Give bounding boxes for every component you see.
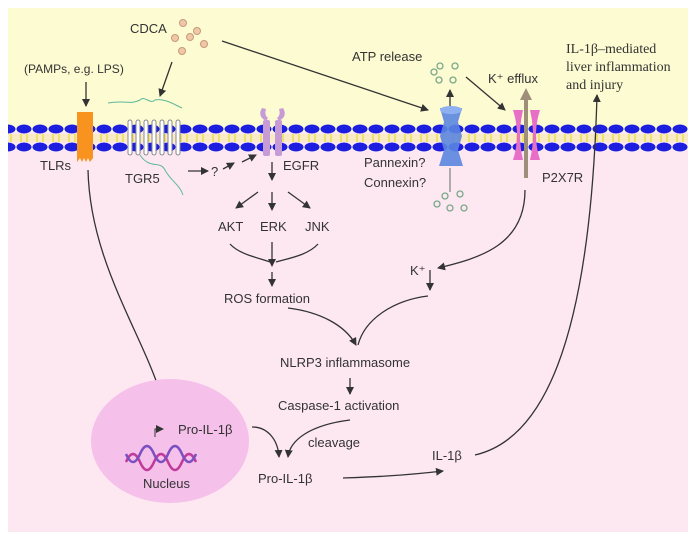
arrow-akt — [235, 191, 259, 209]
ros-label: ROS formation — [224, 291, 310, 306]
cdca-molecules — [171, 19, 208, 55]
arrow-q-egfr — [241, 154, 257, 163]
arrow-ros-nlrp3 — [287, 307, 357, 346]
egfr-label: EGFR — [283, 158, 319, 173]
tlr-receptor — [77, 112, 93, 162]
il1b-label: IL-1β — [432, 448, 462, 463]
nlrp3-label: NLRP3 inflammasome — [280, 355, 410, 370]
caspase-label: Caspase-1 activation — [278, 398, 399, 413]
nucleus — [91, 379, 249, 503]
arrow-atp-p2x7r — [465, 76, 506, 111]
connexin-label: Connexin? — [364, 175, 426, 190]
cleavage-label: cleavage — [308, 435, 360, 450]
extracellular-space — [8, 8, 688, 132]
p2x7r-label: P2X7R — [542, 170, 583, 185]
pannexin-label: Pannexin? — [364, 155, 425, 170]
nucleus-label: Nucleus — [143, 476, 190, 491]
question-label: ? — [211, 164, 218, 179]
arrow-p2x7r-k — [437, 189, 526, 271]
arrow-cdca-tgr5 — [158, 61, 173, 97]
tgr5-receptor — [107, 98, 184, 196]
arrow-jnk-merge — [275, 243, 319, 263]
jnk-label: JNK — [305, 219, 330, 234]
arrow-proil1b-il1b — [342, 467, 444, 479]
tlrs-label: TLRs — [40, 158, 72, 173]
arrow-tlr-nucleus — [87, 169, 162, 393]
arrow-k-nlrp3 — [357, 295, 429, 346]
nucleus-pro-il1b-label: Pro-IL-1β — [178, 422, 232, 437]
outcome-line-2: liver inflammation — [566, 60, 671, 75]
dna-icon — [124, 444, 198, 472]
akt-label: AKT — [218, 219, 243, 234]
egfr-receptor — [260, 108, 285, 156]
k-efflux-label: K⁺ efflux — [488, 71, 538, 86]
arrow-q-1 — [222, 162, 235, 170]
transcription-arrow-icon — [154, 425, 164, 437]
outcome-line-1: IL-1β–mediated — [566, 42, 656, 57]
arrow-nucleus-proil1b — [251, 426, 283, 458]
atp-molecules-out — [430, 62, 459, 84]
arrow-il1b-outcome — [474, 94, 601, 456]
k-efflux-arrow — [520, 88, 532, 178]
cdca-label: CDCA — [130, 21, 167, 36]
arrow-akt-merge — [229, 243, 271, 263]
arrow-caspase-proil1b — [284, 419, 351, 458]
arrow-cdca-pannexin — [221, 40, 429, 112]
p2x7r-channel — [513, 110, 540, 160]
tgr5-label: TGR5 — [125, 171, 160, 186]
k-ion-label: K⁺ — [410, 263, 426, 278]
arrow-jnk — [287, 191, 311, 209]
outcome-line-3: and injury — [566, 78, 623, 93]
pro-il1b-label: Pro-IL-1β — [258, 471, 312, 486]
pamps-label: (PAMPs, e.g. LPS) — [24, 62, 124, 76]
atp-molecules-in — [433, 190, 468, 212]
atp-release-label: ATP release — [352, 49, 422, 64]
erk-label: ERK — [260, 219, 287, 234]
pannexin-channel — [439, 106, 463, 166]
